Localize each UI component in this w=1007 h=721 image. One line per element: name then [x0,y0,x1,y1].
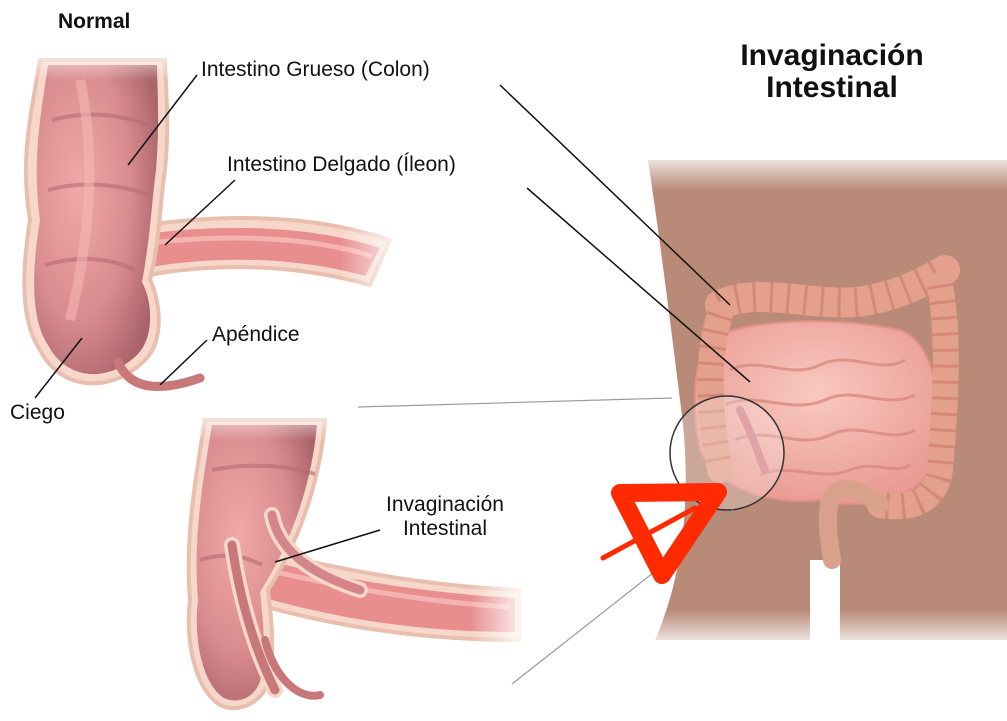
label-invaginacion-closeup-line2: Intestinal [360,517,530,541]
diagram-title: Invaginación Intestinal [712,40,952,104]
abdomen-illustration [640,150,1007,650]
label-apendice: Apéndice [212,323,300,347]
intussusception-closeup-illustration [189,400,530,708]
label-invaginacion-closeup-line1: Invaginación [360,493,530,517]
diagram-title-line1: Invaginación [712,40,952,72]
label-normal: Normal [58,10,130,34]
label-ciego: Ciego [10,401,65,425]
label-invaginacion-closeup: Invaginación Intestinal [360,493,530,541]
label-colon: Intestino Grueso (Colon) [201,58,430,82]
label-ileon: Intestino Delgado (Íleon) [227,153,456,177]
diagram-title-line2: Intestinal [712,72,952,104]
